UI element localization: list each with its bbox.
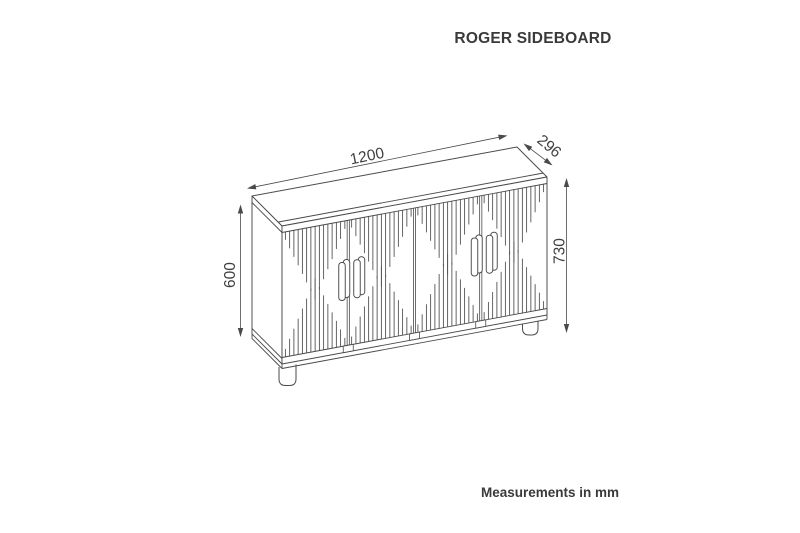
dim-body-height-label: 600 [222, 262, 239, 288]
cabinet-faces [251, 146, 548, 369]
measurements-note: Measurements in mm [480, 485, 620, 500]
legs [278, 321, 539, 386]
dim-depth-label: 296 [534, 132, 565, 162]
dim-total-height-label: 730 [552, 238, 569, 264]
fluted-door-pattern [284, 184, 545, 357]
dimension-lines [237, 134, 570, 337]
page-title: ROGER SIDEBOARD [454, 30, 612, 47]
door-gaps [342, 195, 487, 354]
door-handles [338, 231, 498, 301]
sideboard-outline [251, 146, 548, 386]
dim-width-label: 1200 [349, 145, 387, 169]
